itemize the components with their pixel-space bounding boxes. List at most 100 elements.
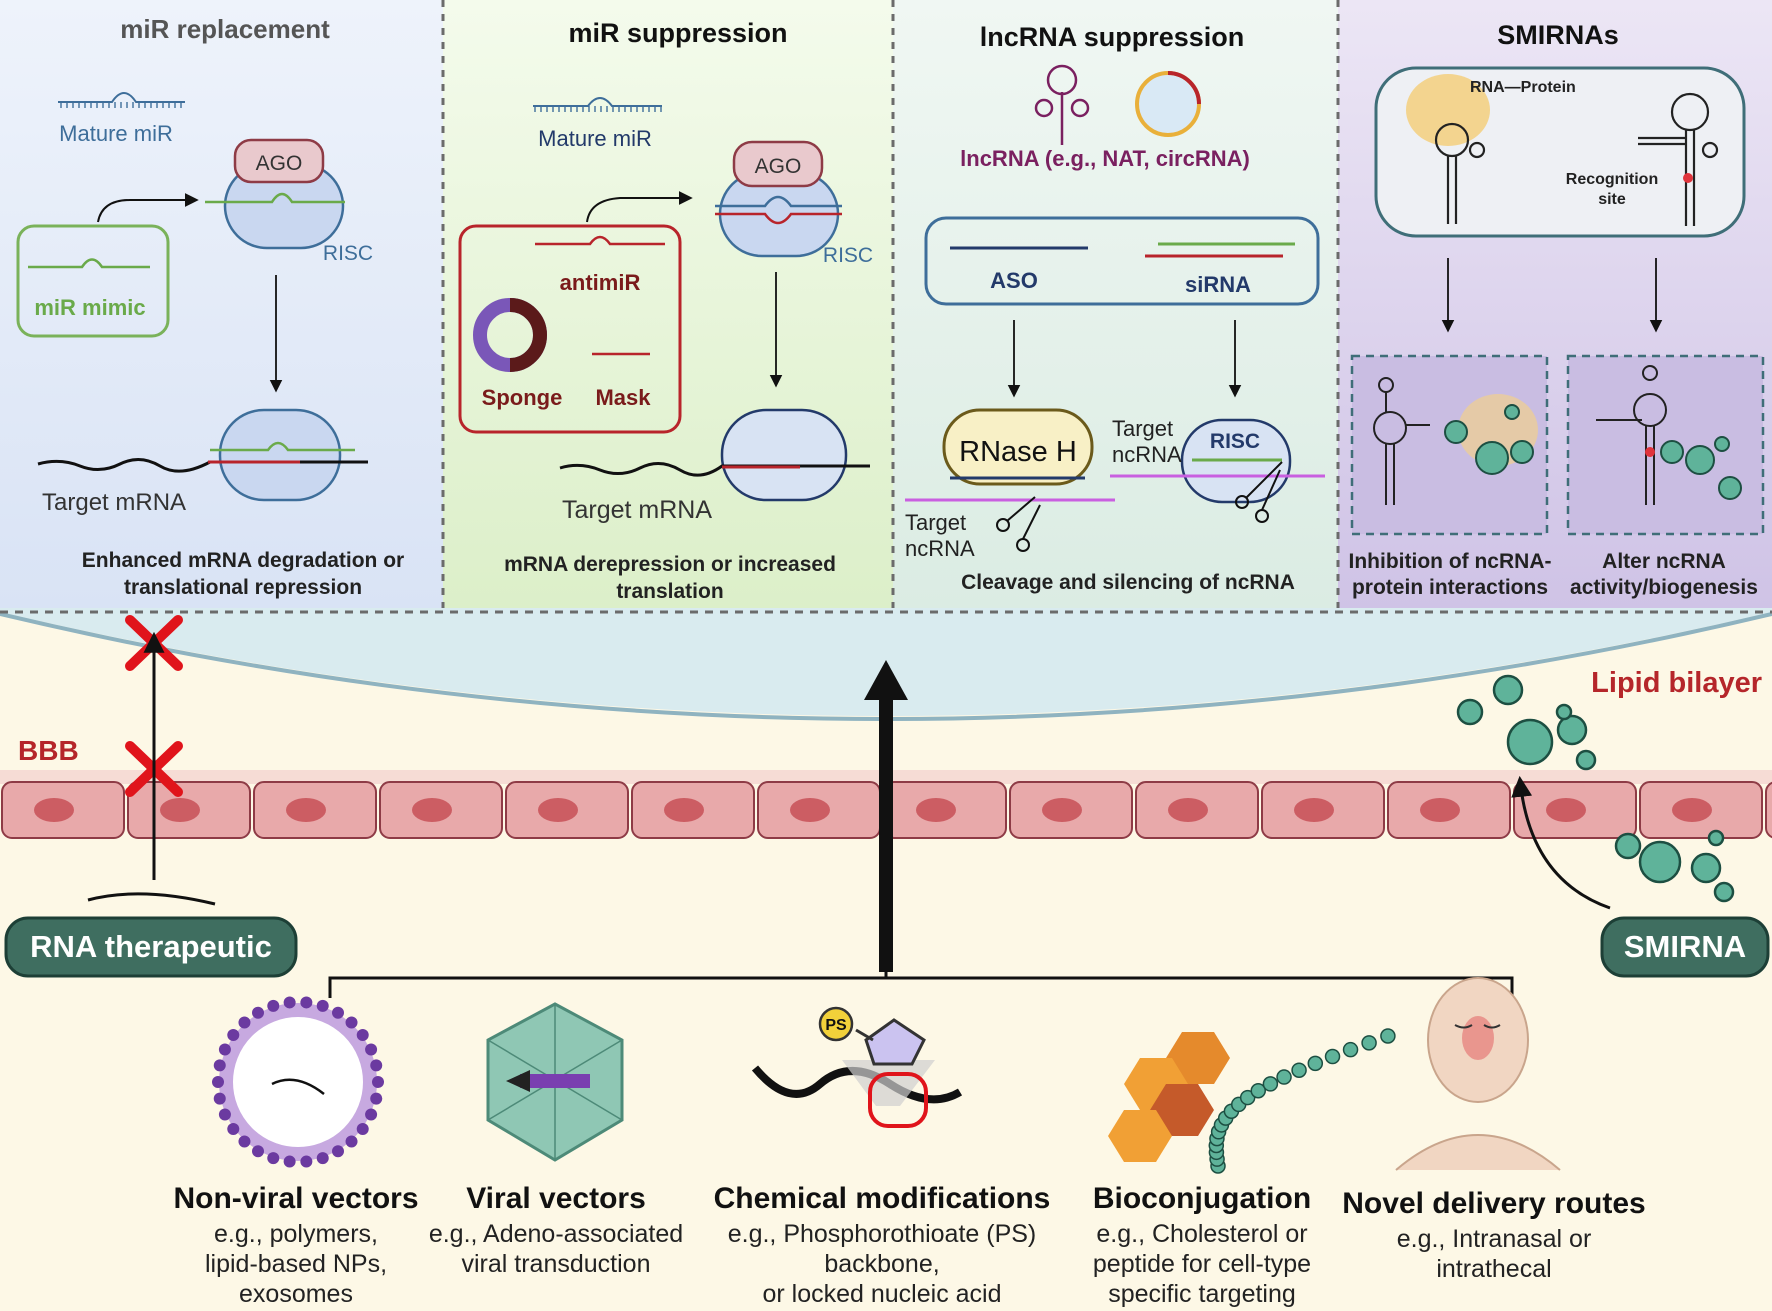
- ago-protein: [233, 138, 325, 184]
- lipid-head: [316, 1152, 329, 1165]
- recognition-label: Recognition: [1566, 171, 1658, 188]
- target-ncrna-right: Target: [1112, 416, 1173, 441]
- protein-blob-icon: [1406, 74, 1490, 146]
- smirna-molecule-icon: [1660, 436, 1742, 500]
- risc-label: RISC: [1210, 430, 1260, 453]
- cell-nucleus: [1042, 798, 1082, 822]
- scissors-icon: [996, 496, 1041, 552]
- strategy-detail: e.g., Intranasal or: [1397, 1225, 1592, 1253]
- lipid-head: [356, 1123, 369, 1136]
- lncrna-subtitle: lncRNA (e.g., NAT, circRNA): [960, 146, 1250, 171]
- strategy-title: Bioconjugation: [1093, 1182, 1311, 1215]
- target-ncrna-label: Target: [905, 510, 966, 535]
- strategy-title: Viral vectors: [466, 1182, 646, 1215]
- mask-label: Mask: [595, 385, 651, 410]
- peptide-bead: [1276, 1069, 1292, 1085]
- smirna-label: SMIRNA: [1624, 929, 1746, 964]
- cell-nucleus: [160, 798, 200, 822]
- lipid-head: [218, 1043, 231, 1056]
- smirna-molecule-icon: [1444, 404, 1534, 475]
- panel-mir-replacement: miR replacement Mature miR miR mimic AGO…: [16, 14, 404, 599]
- lipid-head: [365, 1108, 378, 1121]
- outcome-line2: translation: [616, 580, 723, 603]
- lipid-head: [213, 1092, 226, 1105]
- cell-nucleus: [790, 798, 830, 822]
- bioconjugation-icon: [1108, 1028, 1396, 1174]
- bbb-label: BBB: [18, 735, 79, 766]
- strategy-detail: backbone,: [824, 1250, 939, 1278]
- strategy-title: Chemical modifications: [714, 1182, 1051, 1215]
- target-mrna-strand: [37, 458, 368, 473]
- strategy-detail: intrathecal: [1436, 1255, 1551, 1283]
- strategy-detail: exosomes: [239, 1280, 353, 1308]
- panel-title: SMIRNAs: [1497, 20, 1619, 50]
- lipid-head: [345, 1135, 358, 1148]
- peptide-bead: [1361, 1035, 1377, 1051]
- risc-label: RISC: [823, 244, 873, 267]
- outcome-right-2: activity/biogenesis: [1570, 576, 1758, 599]
- strategy-detail: viral transduction: [462, 1250, 651, 1278]
- sirna-label: siRNA: [1185, 272, 1251, 297]
- smirna-molecule-icon: [1456, 674, 1597, 771]
- mir-mimic-label: miR mimic: [34, 295, 145, 320]
- peptide-bead: [1262, 1076, 1279, 1092]
- panel-title: miR replacement: [120, 14, 330, 44]
- lipid-head: [300, 1155, 313, 1168]
- rnase-label: RNase H: [959, 436, 1077, 468]
- cell-nucleus: [1420, 798, 1460, 822]
- panel-lncrna-suppression: lncRNA suppression lncRNA (e.g., NAT, ci…: [905, 22, 1325, 594]
- mimic-box: [16, 224, 170, 338]
- inhibitor-box: [458, 224, 682, 434]
- strategy-detail: e.g., Phosphorothioate (PS): [728, 1220, 1037, 1248]
- rna-therapeutic-badge: [4, 916, 298, 978]
- cell-nucleus: [34, 798, 74, 822]
- target-mrna-label: Target mRNA: [42, 489, 186, 516]
- cell-nucleus: [1672, 798, 1712, 822]
- cell-nucleus: [664, 798, 704, 822]
- panel-mir-suppression: miR suppression Mature miR antimiR Spong…: [458, 18, 873, 603]
- chemical-modification-icon: PS: [751, 1006, 963, 1128]
- lipid-head: [218, 1108, 231, 1121]
- lipid-head: [300, 996, 313, 1009]
- lipid-head: [370, 1092, 383, 1105]
- lipid-head: [252, 1145, 264, 1158]
- panel-title: miR suppression: [568, 18, 787, 48]
- aso-sirna-box: [924, 216, 1320, 306]
- lipid-head: [332, 1145, 344, 1158]
- scissors-icon: [1235, 461, 1283, 523]
- lipid-head: [227, 1123, 240, 1136]
- outcome-right-1: Alter ncRNA: [1602, 550, 1726, 573]
- bbb-endothelial-cells: [1, 781, 1772, 839]
- cell-nucleus: [538, 798, 578, 822]
- strategy-bracket: [328, 976, 1514, 998]
- rna-protein-label: RNA—Protein: [1470, 79, 1576, 96]
- intranasal-head-icon: [1395, 977, 1561, 1171]
- lipid-head: [227, 1028, 240, 1041]
- lipid-head: [213, 1059, 226, 1072]
- cell-nucleus: [412, 798, 452, 822]
- strategy-detail: e.g., Adeno-associated: [429, 1220, 683, 1248]
- outcome: Cleavage and silencing of ncRNA: [961, 571, 1295, 594]
- lipid-head: [238, 1135, 251, 1148]
- mature-mir-label: Mature miR: [59, 121, 173, 146]
- target-mrna-label: Target mRNA: [562, 496, 712, 524]
- cell-nucleus: [1168, 798, 1208, 822]
- peptide-bead: [1380, 1028, 1396, 1044]
- risc-label: RISC: [323, 242, 373, 265]
- central-arrow-head: [864, 660, 908, 700]
- lipid-head: [370, 1059, 383, 1072]
- smirna-molecule-icon: [1614, 829, 1735, 903]
- panel-smirnas: SMIRNAs RNA—Protein Recognition site: [1349, 20, 1765, 599]
- strategy-detail: lipid-based NPs,: [205, 1250, 387, 1278]
- lipid-head: [372, 1076, 384, 1088]
- lipid-bilayer-label: Lipid bilayer: [1591, 667, 1762, 699]
- strategy-detail: specific targeting: [1108, 1280, 1296, 1308]
- panel-title: lncRNA suppression: [980, 22, 1245, 52]
- ago-label: AGO: [755, 155, 802, 178]
- lncrna-hairpin-icon: [1034, 64, 1090, 145]
- strategy-detail: peptide for cell-type: [1093, 1250, 1311, 1278]
- antimir-label: antimiR: [560, 270, 641, 295]
- strategy-detail: e.g., polymers,: [214, 1220, 378, 1248]
